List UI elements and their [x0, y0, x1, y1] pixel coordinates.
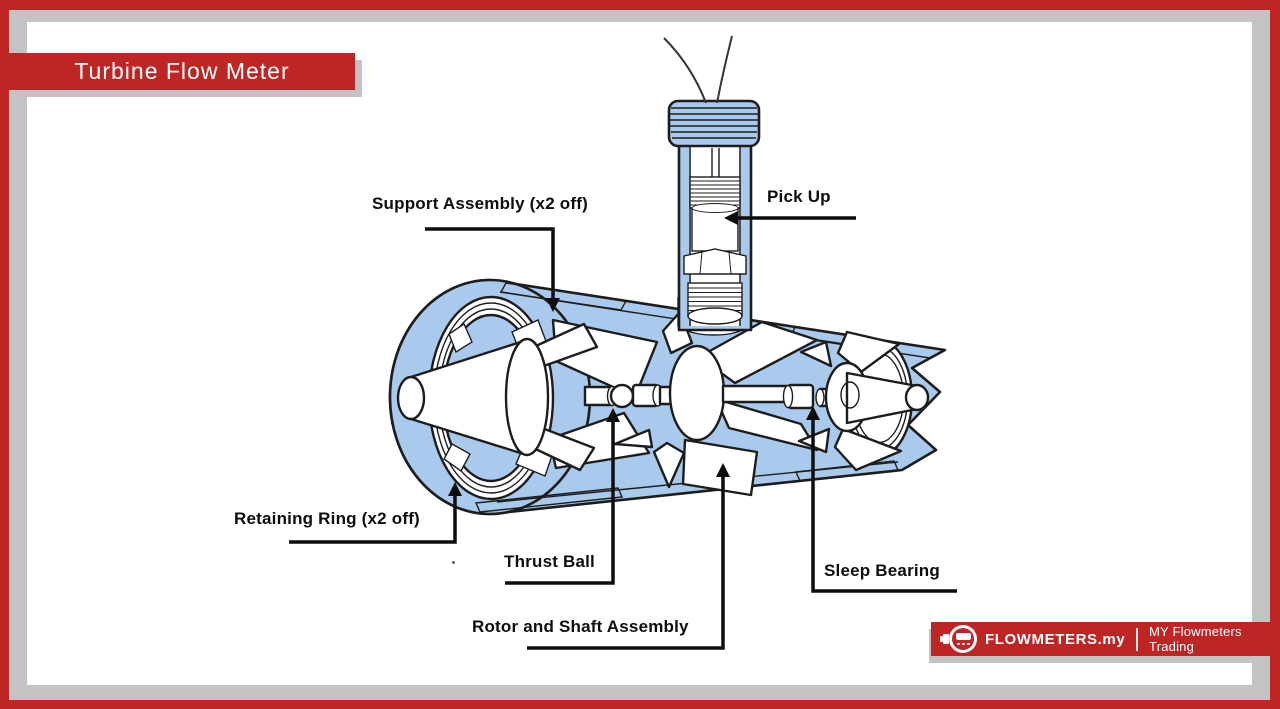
label-sleep-bearing: Sleep Bearing: [824, 561, 940, 580]
leader-thrust-ball: [505, 408, 620, 585]
leader-lines: [289, 211, 957, 650]
title-banner: Turbine Flow Meter: [9, 53, 355, 90]
label-rotor-and-shaft: Rotor and Shaft Assembly: [472, 617, 689, 636]
leader-rotor-shaft: [527, 463, 730, 650]
thrust-ball: [609, 383, 635, 409]
footer-tagline: MY Flowmeters Trading: [1149, 624, 1242, 654]
footer-divider: [1136, 627, 1139, 651]
label-pick-up: Pick Up: [767, 187, 831, 206]
pickup-cap: [667, 99, 761, 148]
leader-sleep-bearing: [806, 406, 957, 593]
brand-name: FLOWMETERS.my: [985, 630, 1126, 648]
meter-display-icon: [955, 633, 971, 640]
leader-retaining-ring: [289, 482, 462, 544]
label-support-assembly: Support Assembly (x2 off): [372, 194, 588, 213]
support-assembly-right: [782, 330, 930, 472]
label-thrust-ball: Thrust Ball: [504, 552, 595, 571]
footer-banner: FLOWMETERS.my MY Flowmeters Trading: [931, 622, 1270, 656]
pickup-wire-left: [663, 37, 707, 104]
label-retaining-ring: Retaining Ring (x2 off): [234, 509, 420, 528]
page-title: Turbine Flow Meter: [74, 58, 290, 84]
flowmeters-logo-icon: [940, 625, 977, 653]
shaft-and-thrust-ball: [583, 383, 664, 409]
support-assembly-left: [396, 295, 659, 501]
pickup-wire-right: [716, 35, 733, 104]
pick-up-assembly: [663, 35, 761, 336]
pickup-coil-body: [691, 207, 739, 252]
pickup-inner-wires: [711, 148, 720, 177]
speck: [452, 561, 455, 564]
leader-support-assembly: [425, 227, 560, 312]
rotor-and-shaft-assembly: [613, 310, 819, 497]
